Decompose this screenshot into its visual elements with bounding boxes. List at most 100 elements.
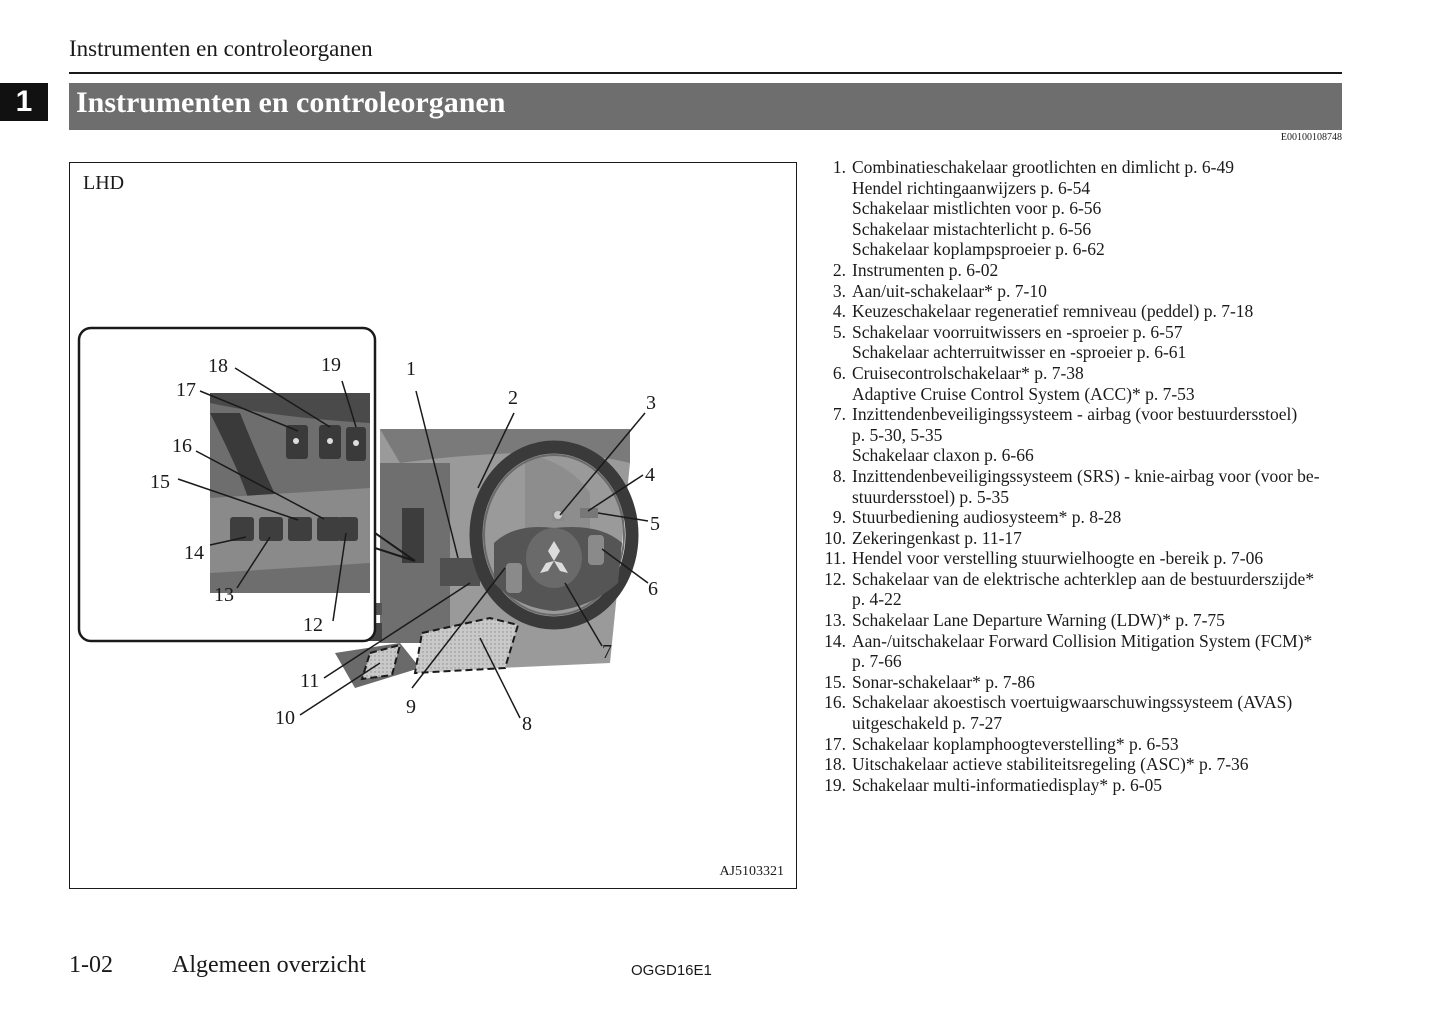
list-item-line: Inzittendenbeveiligingssysteem - airbag …: [852, 404, 1298, 425]
list-item-line: Schakelaar voorruitwissers en -sproeier …: [852, 321, 1183, 342]
callout-11: 11: [300, 670, 319, 692]
list-item: 9. Stuurbediening audiosysteem* p. 8-28: [812, 507, 1352, 528]
list-item-number: 18.: [824, 754, 846, 775]
footer-page-number: 1-02: [69, 952, 113, 978]
list-item-number: 2.: [832, 259, 846, 280]
list-item-line: Schakelaar mistlichten voor p. 6-56: [852, 198, 1102, 219]
callout-4: 4: [645, 464, 655, 486]
parts-list: 1. Combinatieschakelaar grootlichten en d…: [812, 157, 1352, 795]
list-item-number: 1.: [832, 157, 846, 177]
list-item-text: Combinatieschakelaar grootlichten en dim…: [852, 157, 1234, 260]
list-item-number: 3.: [832, 280, 846, 301]
list-item-text: Aan/uit-schakelaar* p. 7-10: [852, 281, 1047, 302]
list-item-text: Hendel voor verstelling stuurwielhoogte …: [852, 548, 1263, 569]
list-item-text: Schakelaar akoestisch voertuigwaarschuwi…: [852, 692, 1292, 733]
list-item-text: Schakelaar van de elektrische achterklep…: [852, 569, 1314, 610]
list-item: 12. Schakelaar van de elektrische achterk…: [812, 569, 1352, 610]
document-code: E00100108748: [1280, 132, 1342, 143]
list-item-line: Combinatieschakelaar grootlichten en dim…: [852, 157, 1234, 177]
list-item-line: p. 4-22: [852, 589, 902, 610]
list-item-line: Uitschakelaar actieve stabiliteitsregeli…: [852, 754, 1249, 775]
list-item-line: Aan-/uitschakelaar Forward Collision Mit…: [852, 630, 1313, 651]
callout-9: 9: [406, 696, 416, 718]
list-item-line: Zekeringenkast p. 11-17: [852, 527, 1022, 548]
list-item-text: Schakelaar koplamphoogteverstelling* p. …: [852, 734, 1179, 755]
callout-1: 1: [406, 358, 416, 380]
callout-5: 5: [650, 513, 660, 535]
switch-panel-inset: [77, 326, 416, 643]
list-item-line: Instrumenten p. 6-02: [852, 259, 999, 280]
list-item: 18. Uitschakelaar actieve stabiliteitsreg…: [812, 754, 1352, 775]
list-item-line: Sonar-schakelaar* p. 7-86: [852, 671, 1035, 692]
footer-section-name: Algemeen overzicht: [172, 952, 366, 978]
callout-10: 10: [275, 707, 295, 729]
list-item-text: Keuzeschakelaar regeneratief remniveau (…: [852, 301, 1253, 322]
list-item-number: 19.: [824, 774, 846, 795]
list-item: 11. Hendel voor verstelling stuurwielhoog…: [812, 548, 1352, 569]
list-item-number: 9.: [832, 507, 846, 528]
list-item: 5.Schakelaar voorruitwissers en -sproeie…: [812, 322, 1352, 363]
list-item: 8.Inzittendenbeveiligingssysteem (SRS) -…: [812, 466, 1352, 507]
section-title: Instrumenten en controleorganen: [76, 86, 506, 119]
list-item-line: stuurdersstoel) p. 5-35: [852, 486, 1009, 507]
list-item-line: Hendel voor verstelling stuurwielhoogte …: [852, 548, 1264, 569]
figure-variant-label: LHD: [83, 172, 125, 194]
list-item-text: Schakelaar multi-informatiedisplay* p. 6…: [852, 775, 1162, 796]
list-item-text: Uitschakelaar actieve stabiliteitsregeli…: [852, 754, 1249, 775]
list-item-text: Schakelaar Lane Departure Warning (LDW)*…: [852, 610, 1225, 631]
list-item-line: Hendel richtingaanwijzers p. 6-54: [852, 177, 1091, 198]
callout-13: 13: [214, 584, 234, 606]
list-item: 3. Aan/uit-schakelaar* p. 7-10: [812, 281, 1352, 302]
footer-code: OGGD16E1: [631, 962, 712, 979]
list-item-text: Inzittendenbeveiligingssysteem (SRS) - k…: [852, 466, 1320, 507]
list-item-text: Schakelaar voorruitwissers en -sproeier …: [852, 322, 1186, 363]
callout-19: 19: [321, 354, 341, 376]
list-item-text: Zekeringenkast p. 11-17: [852, 528, 1022, 549]
figure-code: AJ5103321: [719, 864, 784, 879]
callout-14: 14: [184, 542, 204, 564]
list-item-line: Schakelaar claxon p. 6-66: [852, 445, 1034, 466]
callout-7: 7: [602, 641, 612, 663]
chapter-tab: 1: [0, 83, 48, 121]
list-item-text: Sonar-schakelaar* p. 7-86: [852, 672, 1035, 693]
list-item-number: 10.: [824, 527, 846, 548]
list-item-number: 17.: [824, 733, 846, 754]
list-item-line: Inzittendenbeveiligingssysteem (SRS) - k…: [852, 465, 1320, 486]
list-item-text: Instrumenten p. 6-02: [852, 260, 998, 281]
list-item-line: Schakelaar akoestisch voertuigwaarschuwi…: [852, 692, 1293, 713]
callout-17: 17: [176, 379, 196, 401]
list-item-number: 16.: [824, 692, 846, 713]
list-item-text: Stuurbediening audiosysteem* p. 8-28: [852, 507, 1121, 528]
dashboard-photo: [335, 429, 639, 688]
callout-6: 6: [648, 578, 658, 600]
list-item-line: Schakelaar Lane Departure Warning (LDW)*…: [852, 610, 1225, 631]
list-item-line: p. 5-30, 5-35: [852, 424, 943, 445]
list-item: 14.Aan-/uitschakelaar Forward Collision …: [812, 631, 1352, 672]
callout-8: 8: [522, 713, 532, 735]
dashboard-figure: LHD: [69, 162, 797, 889]
list-item-line: p. 7-66: [852, 651, 902, 672]
list-item-line: Cruisecontrolschakelaar* p. 7-38: [852, 362, 1084, 383]
callout-numbers: 1 2 3 4 5 6 7 8 9 10 11 12 13 14 15 16 1…: [150, 354, 660, 735]
list-item-line: uitgeschakeld p. 7-27: [852, 713, 1003, 734]
list-item-line: Keuzeschakelaar regeneratief remniveau (…: [852, 301, 1254, 322]
list-item-number: 11.: [824, 548, 846, 569]
list-item-line: Schakelaar multi-informatiedisplay* p. 6…: [852, 774, 1163, 795]
list-item-number: 6.: [832, 362, 846, 383]
callout-15: 15: [150, 471, 170, 493]
list-item: 13.Schakelaar Lane Departure Warning (LD…: [812, 610, 1352, 631]
callout-18: 18: [208, 355, 228, 377]
callout-2: 2: [508, 387, 518, 409]
list-item: 17. Schakelaar koplamphoogteverstelling* …: [812, 734, 1352, 755]
list-item-line: Stuurbediening audiosysteem* p. 8-28: [852, 507, 1122, 528]
list-item-number: 15.: [824, 671, 846, 692]
list-item-line: Aan/uit-schakelaar* p. 7-10: [852, 280, 1047, 301]
list-item-number: 12.: [824, 568, 846, 589]
list-item-number: 7.: [832, 404, 846, 425]
callout-16: 16: [172, 435, 192, 457]
list-item: 10. Zekeringenkast p. 11-17: [812, 528, 1352, 549]
leader-lines: [177, 367, 649, 719]
list-item-number: 4.: [832, 301, 846, 322]
